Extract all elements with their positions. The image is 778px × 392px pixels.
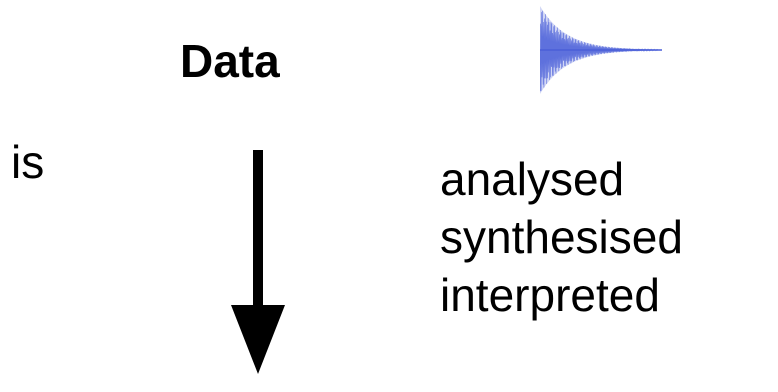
verb-list: analysed synthesised interpreted — [440, 150, 683, 324]
title-data: Data — [180, 35, 280, 87]
subject-is: is — [11, 136, 45, 188]
verb-synthesised: synthesised — [440, 211, 683, 263]
verb-interpreted: interpreted — [440, 269, 660, 321]
verb-analysed: analysed — [440, 153, 625, 205]
decaying-waveform-icon — [540, 6, 662, 94]
down-arrow-icon — [231, 150, 285, 374]
